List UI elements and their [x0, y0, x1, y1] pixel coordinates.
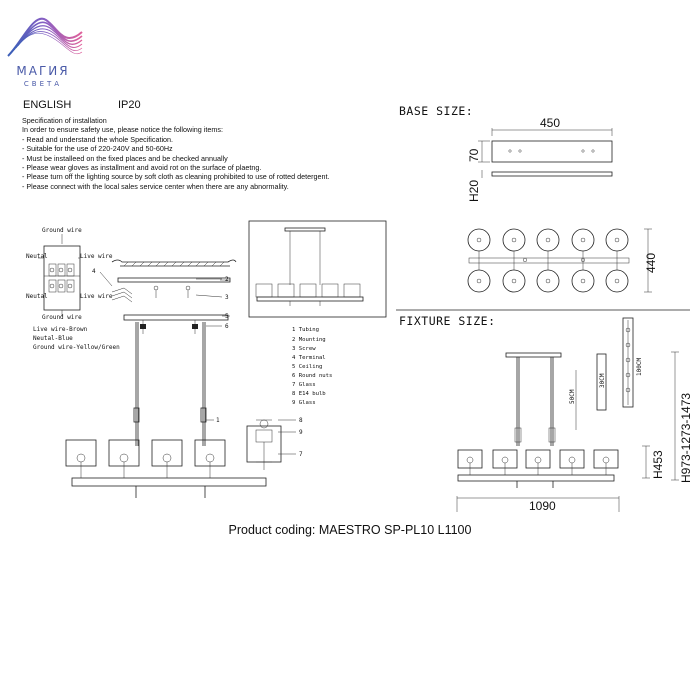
base-size-drawing: 450 70 H20 440: [467, 116, 658, 293]
rod-length-label: 50CM: [569, 389, 576, 404]
ground-color-label: Ground wire-Yellow/Green: [33, 344, 120, 351]
wiring-diagram: Ground wire Neutal Live wire Neutal Live…: [26, 227, 120, 351]
neutral-top-label: Neutal: [26, 253, 48, 260]
rod-100cm-label: 100CM: [636, 358, 643, 376]
base-size-title: BASE SIZE:: [399, 104, 474, 118]
callout-8: 8: [299, 417, 303, 424]
spec-block: Specification of installation In order t…: [22, 116, 392, 191]
spec-line: - Please wear gloves as installment and …: [22, 163, 262, 173]
spec-line: - Read and understand the whole Specific…: [22, 134, 174, 144]
base-thickness-label: 70: [467, 148, 481, 162]
part-4: 4 Terminal: [292, 355, 326, 361]
ground-wire-bottom-label: Ground wire: [42, 314, 82, 321]
callout-3: 3: [225, 294, 229, 301]
neutral-color-label: Neutal-Blue: [33, 335, 73, 342]
callout-5: 5: [225, 313, 229, 320]
base-height-label: H20: [467, 180, 481, 202]
part-9: 9 Glass: [292, 400, 316, 406]
fixture-size-drawing: 50CM 30CM 100CM H453: [456, 317, 693, 513]
fixture-size-title: FIXTURE SIZE:: [399, 314, 496, 328]
spec-line: - Must be installeed on the fixed places…: [22, 153, 228, 163]
assembled-fixture-preview: 1 Tubing 2 Mounting 3 Screw 4 Terminal 5…: [248, 220, 387, 406]
callout-7: 7: [299, 451, 303, 458]
part-5: 5 Ceiling: [292, 364, 322, 370]
live-top-label: Live wire: [80, 253, 113, 260]
logo-name: МАГИЯ: [16, 64, 70, 78]
spec-line: In order to ensure safety use, please no…: [22, 125, 223, 135]
product-coding: Product coding: MAESTRO SP-PL10 L1100: [228, 523, 472, 537]
ip-rating: IP20: [118, 99, 141, 111]
part-6: 6 Round nuts: [292, 373, 332, 379]
spec-title: Specification of installation: [22, 116, 107, 125]
part-3: 3 Screw: [292, 346, 316, 352]
part-7: 7 Glass: [292, 382, 316, 388]
live-color-label: Live wire-Brown: [33, 326, 88, 333]
total-height-label: H973-1273-1473: [679, 393, 693, 483]
terminal-block: [43, 245, 81, 311]
shade-height-label: H453: [651, 450, 665, 479]
callout-1: 1: [216, 417, 220, 424]
part-2: 2 Mounting: [292, 337, 326, 343]
neutral-bottom-label: Neutal: [26, 293, 48, 300]
callout-4: 4: [92, 268, 96, 275]
spec-line: - Please connect with the local sales se…: [22, 181, 289, 191]
language-label: ENGLISH: [23, 99, 72, 111]
callout-6: 6: [225, 323, 229, 330]
exploded-fixture: 2 3 4 5 6 1 8 9 7: [65, 259, 303, 498]
part-8: 8 E14 bulb: [292, 391, 326, 397]
callout-9: 9: [299, 429, 303, 436]
base-depth-label: 440: [644, 253, 658, 273]
spec-line: - Please turn off the lighting source by…: [22, 172, 330, 182]
rod-30cm-label: 30CM: [599, 373, 606, 388]
live-bottom-label: Live wire: [80, 293, 113, 300]
ground-wire-top-label: Ground wire: [42, 227, 82, 234]
logo-wave-icon: [7, 17, 83, 57]
part-1: 1 Tubing: [292, 327, 319, 333]
base-width-label: 450: [540, 116, 560, 130]
logo-subtitle: СВЕТА: [23, 80, 63, 88]
fixture-width-label: 1090: [529, 499, 556, 513]
callout-2: 2: [225, 276, 229, 283]
spec-line: - Suitable for the use of 220-240V and 5…: [22, 144, 173, 154]
